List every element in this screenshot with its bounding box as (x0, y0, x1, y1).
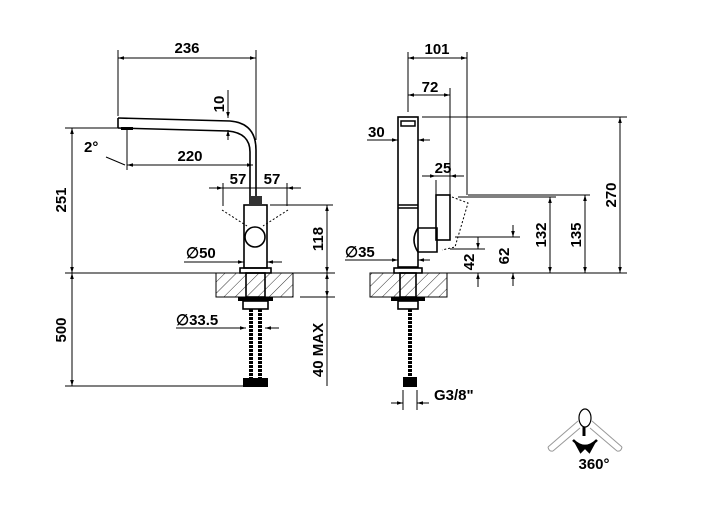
dim-total-height-side: 270 (603, 182, 620, 207)
dim-spout-angle: 2° (84, 139, 98, 156)
spout (117, 117, 257, 198)
rotation-360-icon: 360° (547, 408, 623, 473)
handle-side (435, 194, 451, 241)
dim-depth-handle: 72 (422, 79, 439, 96)
handle-right-position (262, 209, 289, 227)
dim-handle-swing-right: 57 (264, 171, 281, 188)
dim-pivot-height-b: 42 (461, 254, 478, 271)
dim-handle-height-b: 135 (568, 222, 585, 247)
dim-axis-to-outlet: 220 (177, 148, 202, 165)
dim-handle-swing-left: 57 (230, 171, 247, 188)
dim-counter-thickness: 40 MAX (310, 323, 327, 377)
rotation-label: 360° (578, 456, 609, 473)
handle-open-position (441, 196, 469, 251)
dim-hose-diameter: ∅33.5 (176, 312, 218, 329)
dim-body-diameter: ∅50 (186, 245, 216, 262)
dim-total-height: 251 (53, 187, 70, 212)
faucet-body-side (397, 116, 419, 268)
aerator (121, 127, 133, 130)
dim-hose-length: 500 (53, 317, 70, 342)
side-view: 101 72 30 25 270 132 135 62 42 ∅35 (345, 41, 627, 410)
countertop-section (215, 272, 294, 298)
dim-spout-reach: 236 (174, 40, 199, 57)
faucet-body (243, 204, 268, 269)
dim-spout-thickness: 10 (211, 96, 228, 113)
dim-body-diameter-side: ∅35 (345, 244, 375, 261)
countertop-section-side (369, 272, 448, 298)
dim-spout-width: 30 (368, 124, 385, 141)
dim-handle-height-a: 132 (533, 222, 550, 247)
dim-depth-total: 101 (424, 41, 449, 58)
handle-pivot (244, 226, 266, 248)
dim-pivot-height-a: 62 (496, 248, 513, 265)
dim-body-height: 118 (310, 227, 327, 251)
dim-handle-width: 25 (435, 160, 452, 177)
dim-connection-thread: G3/8" (434, 387, 474, 404)
handle-left-position (221, 209, 248, 227)
front-view: 236 10 2° 220 57 57 251 118 ∅50 ∅33.5 50… (53, 40, 335, 387)
hoses (243, 309, 268, 387)
